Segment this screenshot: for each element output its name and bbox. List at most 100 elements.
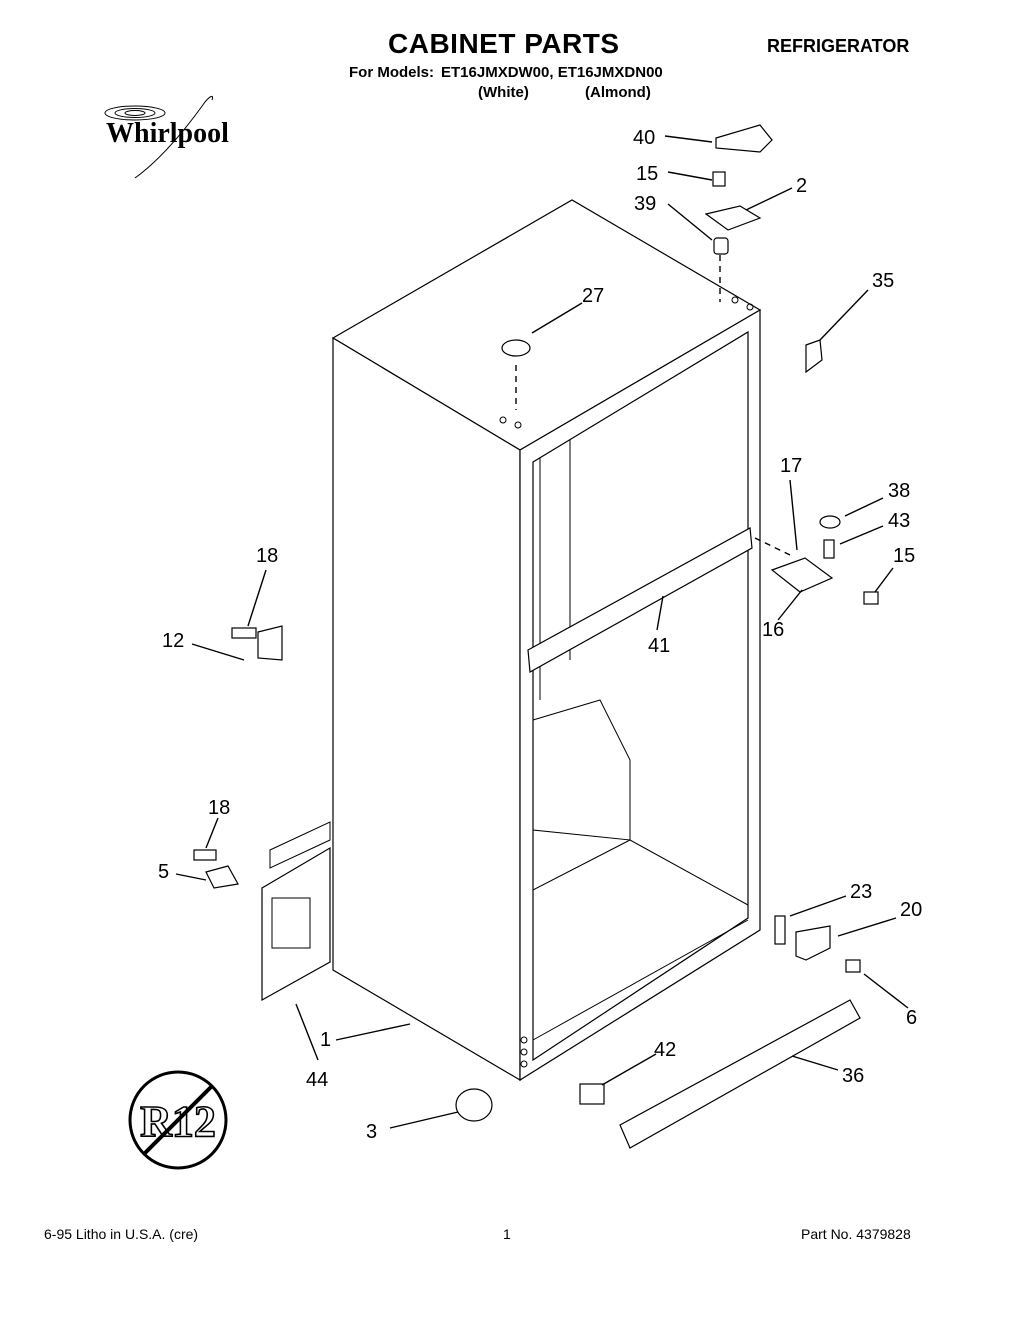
bottom-hinge bbox=[795, 925, 831, 961]
logo-swoosh bbox=[134, 95, 213, 179]
divider-rail bbox=[527, 527, 753, 673]
leader-18b bbox=[205, 817, 219, 849]
hinge-cover bbox=[715, 124, 773, 153]
logo-swirl-mid bbox=[114, 108, 156, 118]
leader-43 bbox=[839, 525, 884, 545]
part-35-bracket bbox=[805, 339, 823, 374]
left-screw-lower bbox=[193, 849, 217, 861]
leader-38 bbox=[844, 497, 884, 517]
whirlpool-logo: Whirlpool bbox=[104, 95, 229, 179]
leader-18a bbox=[247, 569, 267, 627]
leader-16 bbox=[777, 589, 803, 621]
callout-labels: 40 15 2 39 27 35 17 38 43 15 16 41 18 12… bbox=[158, 127, 922, 1143]
color-white-label: (White) bbox=[478, 84, 529, 101]
top-hole-3 bbox=[731, 296, 739, 304]
left-screw-upper bbox=[231, 627, 257, 639]
logo-wordmark: Whirlpool bbox=[106, 118, 229, 149]
bottom-hinge-screw bbox=[845, 959, 861, 973]
leader-41 bbox=[656, 595, 664, 631]
leader-6 bbox=[863, 973, 909, 1009]
callout-16: 16 bbox=[762, 619, 784, 641]
callout-17: 17 bbox=[780, 455, 802, 477]
top-hole-1 bbox=[499, 416, 507, 424]
cabinet-opening bbox=[532, 330, 749, 1062]
leader-5 bbox=[175, 873, 207, 881]
callout-3: 3 bbox=[366, 1121, 377, 1143]
fresh-food-floor bbox=[532, 839, 749, 906]
top-hole-4 bbox=[746, 303, 754, 311]
r12-badge-strike bbox=[143, 1085, 213, 1155]
callout-18-lower: 18 bbox=[208, 797, 230, 819]
leader-27 bbox=[531, 302, 583, 334]
logo-swirl-inner bbox=[124, 110, 146, 116]
leader-35 bbox=[819, 289, 869, 341]
top-hole-2 bbox=[514, 421, 522, 429]
left-panel-cutout bbox=[271, 897, 311, 949]
callout-42: 42 bbox=[654, 1039, 676, 1061]
r12-badge: R12 bbox=[128, 1070, 228, 1170]
leader-17 bbox=[789, 479, 798, 551]
callout-35: 35 bbox=[872, 270, 894, 292]
bottom-hinge-shim bbox=[774, 915, 786, 945]
callout-27: 27 bbox=[582, 285, 604, 307]
callout-41: 41 bbox=[648, 635, 670, 657]
callout-18-upper: 18 bbox=[256, 545, 278, 567]
left-bracket-upper bbox=[257, 625, 283, 661]
leader-3 bbox=[389, 1111, 459, 1129]
page-number: 1 bbox=[503, 1226, 511, 1242]
top-plug bbox=[501, 339, 531, 357]
center-hinge bbox=[770, 557, 834, 593]
print-info: 6-95 Litho in U.S.A. (cre) bbox=[44, 1226, 199, 1242]
models-list: ET16JMXDW00, ET16JMXDN00 bbox=[441, 64, 663, 81]
callout-39: 39 bbox=[634, 193, 656, 215]
callout-44: 44 bbox=[306, 1069, 328, 1091]
bottom-hole-2 bbox=[520, 1048, 528, 1056]
leader-36 bbox=[791, 1055, 839, 1071]
callout-5: 5 bbox=[158, 861, 169, 883]
leader-44 bbox=[295, 1003, 319, 1061]
center-hinge-washer bbox=[819, 515, 841, 529]
leader-2 bbox=[745, 187, 793, 211]
cabinet-side-panel bbox=[332, 336, 521, 1082]
part-number: Part No. 4379828 bbox=[801, 1226, 911, 1242]
callout-1: 1 bbox=[320, 1029, 331, 1051]
models-label: For Models: bbox=[349, 64, 434, 81]
page-title: CABINET PARTS bbox=[388, 28, 620, 59]
color-almond-label: (Almond) bbox=[585, 84, 651, 101]
bottom-rail bbox=[532, 919, 749, 1041]
callout-40: 40 bbox=[633, 127, 655, 149]
leader-42 bbox=[601, 1053, 657, 1086]
hinge-shim bbox=[713, 237, 729, 255]
logo-swirl-outer bbox=[104, 105, 166, 121]
callout-23: 23 bbox=[850, 881, 872, 903]
callout-6: 6 bbox=[906, 1007, 917, 1029]
roller-assembly bbox=[455, 1088, 493, 1122]
bottom-hole-3 bbox=[520, 1060, 528, 1068]
leader-39 bbox=[667, 203, 713, 241]
callout-36: 36 bbox=[842, 1065, 864, 1087]
leader-15b bbox=[874, 567, 894, 593]
top-hinge-screw bbox=[712, 171, 726, 187]
freezer-floor-divider bbox=[532, 699, 631, 841]
callout-43: 43 bbox=[888, 510, 910, 532]
center-hinge-screw bbox=[863, 591, 879, 605]
part-42-clip bbox=[579, 1083, 605, 1105]
callout-15-center: 15 bbox=[893, 545, 915, 567]
left-panel-flange bbox=[269, 821, 331, 869]
callout-2: 2 bbox=[796, 175, 807, 197]
callout-38: 38 bbox=[888, 480, 910, 502]
leader-12 bbox=[191, 643, 245, 661]
callout-20: 20 bbox=[900, 899, 922, 921]
callout-12: 12 bbox=[162, 630, 184, 652]
left-panel bbox=[261, 846, 331, 1002]
leader-23 bbox=[789, 895, 847, 917]
left-bracket-lower bbox=[205, 865, 239, 889]
callout-15-top: 15 bbox=[636, 163, 658, 185]
leader-15a bbox=[667, 171, 713, 181]
document-type: REFRIGERATOR bbox=[767, 36, 910, 56]
leader-lines bbox=[175, 135, 909, 1129]
top-hinge bbox=[704, 205, 762, 231]
center-hinge-pin bbox=[823, 539, 835, 559]
bottom-hole-1 bbox=[520, 1036, 528, 1044]
toe-grille bbox=[619, 999, 861, 1149]
